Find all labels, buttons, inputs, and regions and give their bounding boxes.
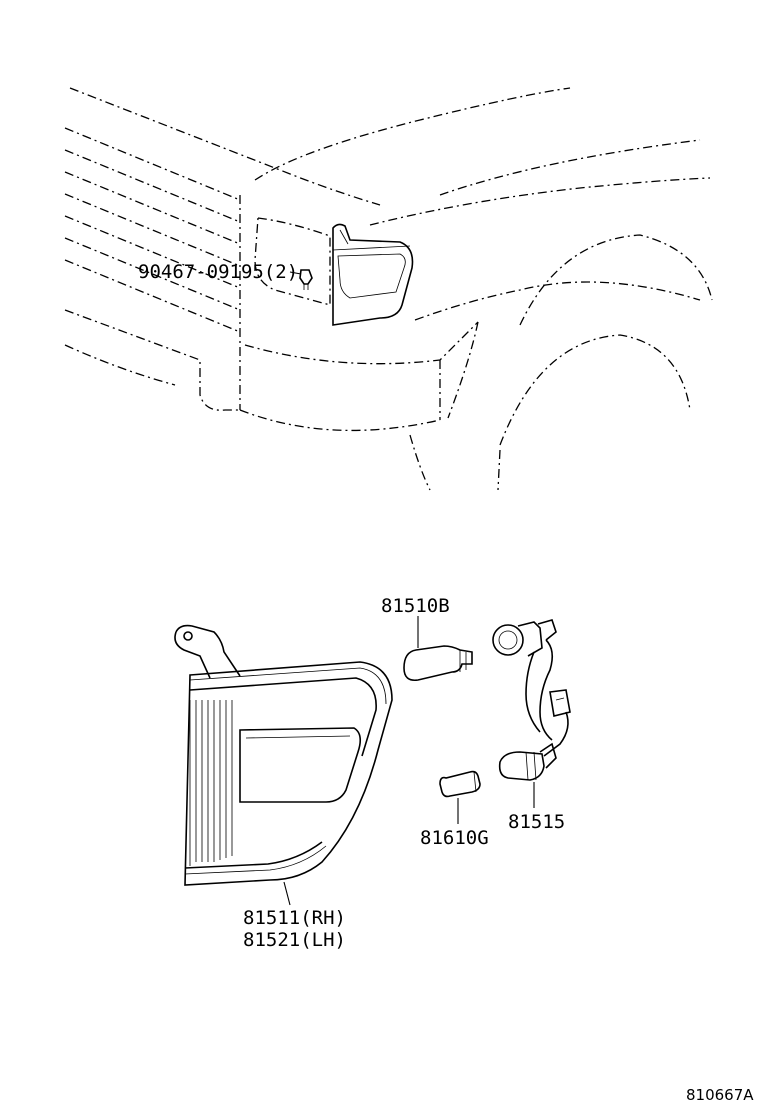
clip-icon: [289, 269, 313, 290]
label-bulb-main: 81510B: [381, 595, 450, 617]
label-socket: 81515: [508, 811, 565, 833]
vehicle-front-outline: [64, 87, 713, 491]
diagram-code: 810667A: [686, 1086, 754, 1104]
corner-lamp-installed: [332, 223, 414, 326]
label-lamp-lh: 81521(LH): [243, 929, 346, 951]
socket-wire-icon: [492, 619, 571, 781]
bulb-small-icon: [439, 770, 481, 798]
label-lamp-rh: 81511(RH): [243, 907, 346, 929]
label-clip: 90467-09195(2): [138, 261, 298, 283]
bulb-main-icon: [403, 645, 473, 682]
label-bulb-small: 81610G: [420, 827, 489, 849]
leader-lamp: [283, 881, 291, 906]
corner-lamp-assembly: [174, 624, 393, 886]
